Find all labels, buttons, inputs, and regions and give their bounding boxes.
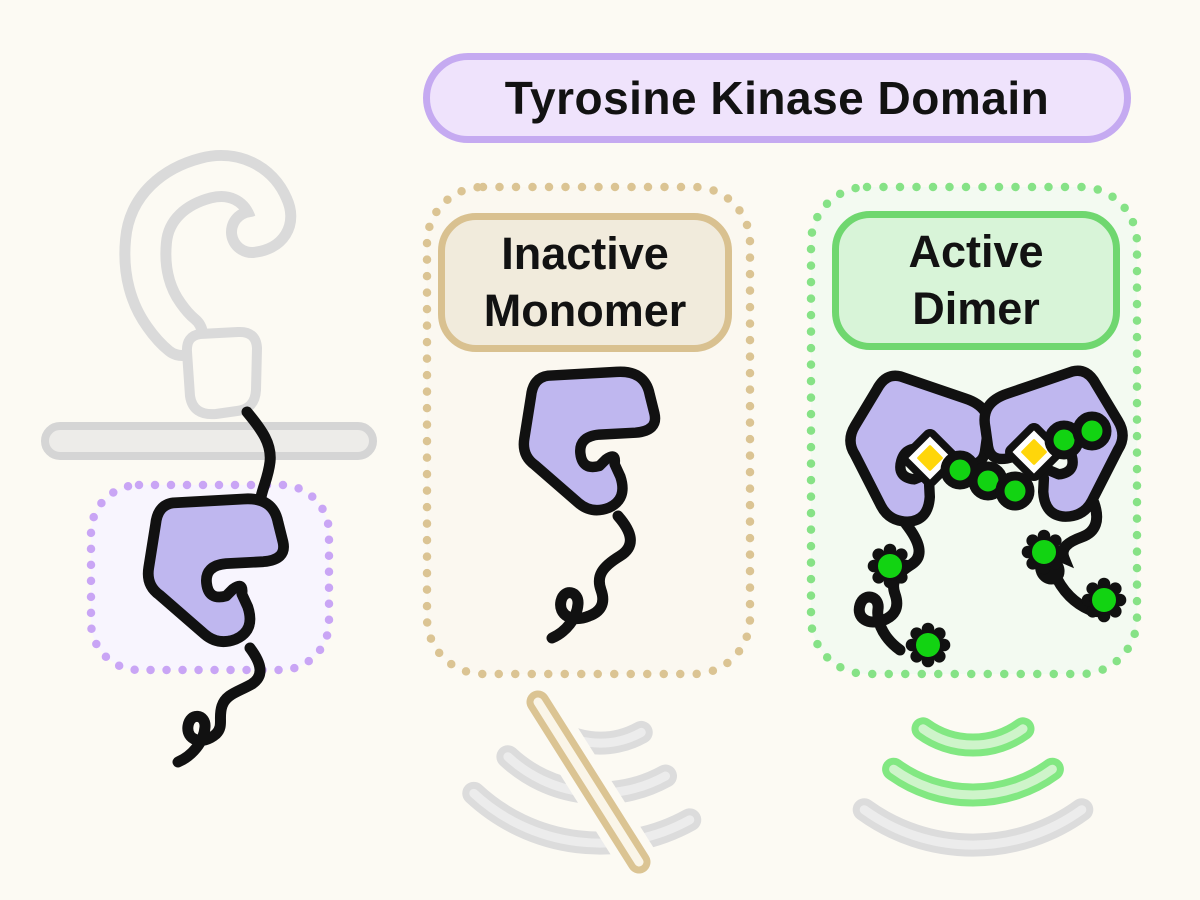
phosphate-chain-left [940,450,1035,511]
dimer-tail-left [853,518,925,656]
receptor-tail [172,642,266,768]
no-signal-icon [462,682,702,882]
phosphosite-starburst [866,542,914,590]
transmembrane-linker [241,406,276,512]
receptor-figure [41,150,377,768]
signal-wave-active-2 [882,757,1064,807]
phosphosite-starburst [1080,576,1128,624]
phosphosite-starburst [1020,528,1068,576]
receptor-ligand-binding-blob [181,326,262,420]
phosphate-chain-right [1044,411,1112,460]
receptor-extracellular-domain [119,150,297,420]
title-badge: Tyrosine Kinase Domain [423,53,1131,143]
dimer-tail-right [1035,497,1120,618]
no-signal-slash [518,682,659,882]
signal-icon [852,717,1094,857]
active-dimer-badge: Active Dimer [832,211,1120,350]
monomer-tail [546,510,636,644]
phosphosite-starburst [904,621,952,669]
signal-wave-active-1 [911,717,1035,757]
inactive-monomer-badge: Inactive Monomer [438,213,732,352]
cell-membrane [41,422,377,460]
signal-wave-muted [852,798,1094,857]
